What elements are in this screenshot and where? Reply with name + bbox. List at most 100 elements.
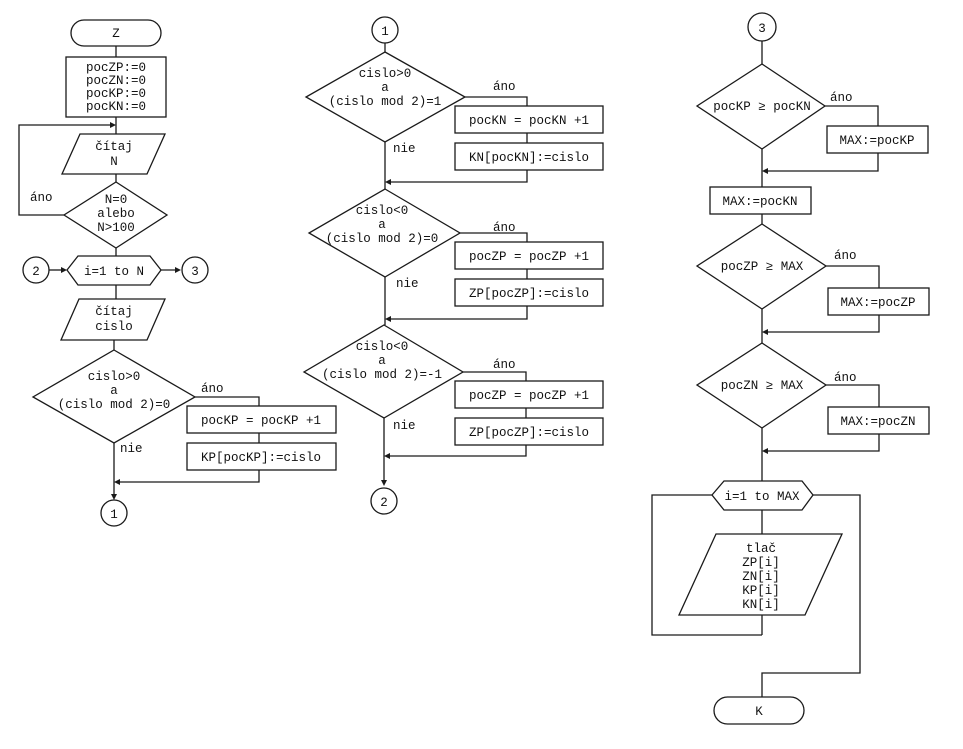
check-n-decision[interactable]: N=0 alebo N>100: [62, 181, 169, 249]
process-label: pocKN = pocKN +1: [469, 114, 589, 128]
process-pockn-increment[interactable]: pocKN = pocKN +1: [454, 105, 604, 134]
process-zp-assign-2[interactable]: ZP[pocZP]:=cislo: [454, 417, 604, 446]
check-n-line: N=0: [105, 193, 128, 207]
print-line: KN[i]: [742, 598, 780, 612]
yes-label: áno: [834, 249, 857, 263]
decision-line: (cislo mod 2)=0: [58, 398, 171, 412]
decision-kp[interactable]: cislo>0 a (cislo mod 2)=0: [31, 349, 197, 444]
process-label: MAX:=pocKP: [839, 134, 914, 148]
process-pockp-increment[interactable]: pocKP = pocKP +1: [186, 405, 337, 434]
arrow-icon: [381, 480, 387, 486]
connector-1-out[interactable]: 1: [100, 499, 128, 527]
decision-line: a: [381, 81, 389, 95]
decision-kp-vs-kn[interactable]: pocKP ≥ pocKN: [695, 63, 827, 150]
decision-line: a: [378, 354, 386, 368]
arrow-icon: [762, 168, 768, 174]
process-label: ZP[pocZP]:=cislo: [469, 287, 589, 301]
read-cislo-line: čítaj: [95, 305, 133, 319]
process-label: KP[pocKP]:=cislo: [201, 451, 321, 465]
init-process-box[interactable]: pocZP:=0 pocZN:=0 pocKP:=0 pocKN:=0: [65, 56, 167, 118]
decision-line: a: [110, 384, 118, 398]
arrow-icon: [762, 329, 768, 335]
init-line: pocKP:=0: [86, 87, 146, 101]
loop-i-to-max[interactable]: i=1 to MAX: [711, 480, 814, 511]
connector-1-in[interactable]: 1: [371, 16, 399, 44]
decision-zn-vs-max[interactable]: pocZN ≥ MAX: [695, 342, 828, 429]
start-label: Z: [112, 27, 120, 41]
connector-label: 3: [191, 265, 199, 279]
process-label: ZP[pocZP]:=cislo: [469, 426, 589, 440]
column-2: 1 cislo>0 a (cislo mod 2)=1 áno pocKN = …: [302, 16, 604, 515]
start-terminator[interactable]: Z: [70, 19, 162, 47]
yes-label: áno: [493, 80, 516, 94]
yes-label: áno: [201, 382, 224, 396]
yes-label: áno: [493, 221, 516, 235]
read-n-io[interactable]: čítaj N: [60, 133, 167, 175]
read-cislo-io[interactable]: čítaj cislo: [60, 298, 166, 341]
decision-zp-vs-max[interactable]: pocZP ≥ MAX: [695, 223, 828, 310]
yes-label: áno: [834, 371, 857, 385]
process-max-pockp[interactable]: MAX:=pocKP: [826, 125, 929, 154]
connector-label: 1: [110, 508, 118, 522]
decision-line: (cislo mod 2)=-1: [322, 368, 442, 382]
decision-zp-odd[interactable]: cislo<0 a (cislo mod 2)=-1: [302, 324, 465, 419]
check-n-line: N>100: [97, 221, 135, 235]
init-line: pocZP:=0: [86, 61, 146, 75]
decision-line: cislo<0: [356, 340, 409, 354]
process-poczp-increment[interactable]: pocZP = pocZP +1: [454, 241, 604, 270]
print-line: ZP[i]: [742, 556, 780, 570]
arrow-icon: [114, 479, 120, 485]
decision-line: a: [378, 218, 386, 232]
connector-label: 1: [381, 25, 389, 39]
loop-label: i=1 to N: [84, 265, 144, 279]
yes-label: áno: [30, 191, 53, 205]
connector-label: 2: [380, 496, 388, 510]
arrow-icon: [385, 316, 391, 322]
decision-kn[interactable]: cislo>0 a (cislo mod 2)=1: [304, 51, 467, 143]
connector-2-out[interactable]: 2: [370, 487, 398, 515]
read-n-line: N: [110, 155, 118, 169]
process-label: pocZP = pocZP +1: [469, 389, 589, 403]
connector-label: 2: [32, 265, 40, 279]
arrow-icon: [175, 267, 181, 273]
arrow-icon: [762, 448, 768, 454]
print-output-io[interactable]: tlač ZP[i] ZN[i] KP[i] KN[i]: [677, 533, 844, 616]
connector-3-in[interactable]: 3: [747, 12, 777, 42]
loop-i-to-n[interactable]: i=1 to N: [66, 255, 162, 286]
process-label: MAX:=pocZN: [840, 415, 915, 429]
init-line: pocKN:=0: [86, 100, 146, 114]
column-1: Z pocZP:=0 pocZN:=0 pocKP:=0 pocKN:=0 čí…: [18, 19, 337, 527]
decision-line: cislo>0: [88, 370, 141, 384]
decision-line: cislo<0: [356, 204, 409, 218]
arrow-icon: [384, 453, 390, 459]
connector-3-out[interactable]: 3: [181, 256, 209, 284]
process-max-pockn[interactable]: MAX:=pocKN: [709, 186, 812, 215]
arrow-icon: [110, 122, 116, 128]
yes-label: áno: [830, 91, 853, 105]
end-terminator[interactable]: K: [713, 696, 805, 725]
process-max-poczn[interactable]: MAX:=pocZN: [827, 406, 930, 435]
connector-2-in[interactable]: 2: [22, 256, 50, 284]
process-label: KN[pocKN]:=cislo: [469, 151, 589, 165]
decision-label: pocKP ≥ pocKN: [713, 100, 811, 114]
no-label: nie: [393, 142, 416, 156]
init-line: pocZN:=0: [86, 74, 146, 88]
process-poczp-increment-2[interactable]: pocZP = pocZP +1: [454, 380, 604, 409]
column-3: 3 pocKP ≥ pocKN áno MAX:=pocKP MAX:=pocK…: [651, 12, 930, 725]
decision-line: (cislo mod 2)=1: [329, 95, 442, 109]
print-line: ZN[i]: [742, 570, 780, 584]
decision-label: pocZN ≥ MAX: [721, 379, 804, 393]
loop-label: i=1 to MAX: [724, 490, 800, 504]
arrow-icon: [385, 179, 391, 185]
connector-label: 3: [758, 22, 766, 36]
no-label: nie: [396, 277, 419, 291]
arrow-icon: [61, 267, 67, 273]
read-n-line: čítaj: [95, 140, 133, 154]
process-kp-assign[interactable]: KP[pocKP]:=cislo: [186, 442, 337, 471]
process-kn-assign[interactable]: KN[pocKN]:=cislo: [454, 142, 604, 171]
decision-label: pocZP ≥ MAX: [721, 260, 804, 274]
process-max-poczp[interactable]: MAX:=pocZP: [827, 287, 930, 316]
process-zp-assign[interactable]: ZP[pocZP]:=cislo: [454, 278, 604, 307]
decision-zp-even[interactable]: cislo<0 a (cislo mod 2)=0: [307, 188, 462, 278]
